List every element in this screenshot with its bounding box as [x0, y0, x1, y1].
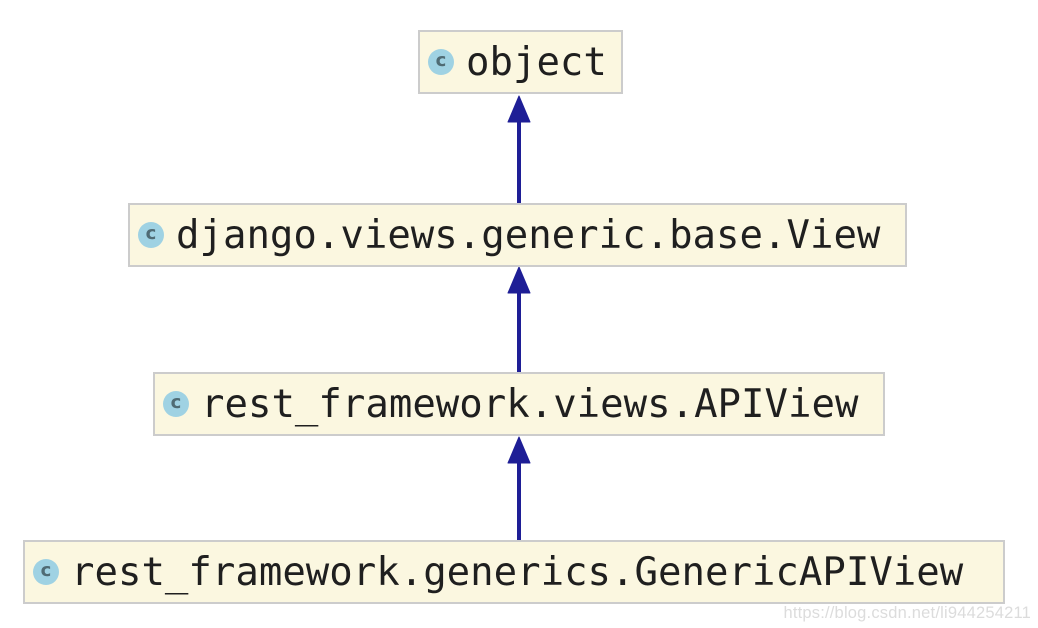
class-node-label: django.views.generic.base.View — [176, 212, 881, 258]
inheritance-arrow-apiview-to-view — [507, 266, 531, 372]
class-node-django-view: c django.views.generic.base.View — [128, 203, 907, 267]
class-icon: c — [428, 49, 454, 75]
class-icon: c — [138, 222, 164, 248]
class-node-apiview: c rest_framework.views.APIView — [153, 372, 885, 436]
inheritance-arrow-genericapiview-to-apiview — [507, 436, 531, 540]
class-node-label: object — [466, 39, 607, 85]
class-node-generic-apiview: c rest_framework.generics.GenericAPIView — [23, 540, 1005, 604]
watermark-text: https://blog.csdn.net/li944254211 — [783, 604, 1031, 622]
class-icon: c — [163, 391, 189, 417]
class-node-label: rest_framework.views.APIView — [201, 381, 859, 427]
class-node-label: rest_framework.generics.GenericAPIView — [71, 549, 964, 595]
class-node-object: c object — [418, 30, 623, 94]
class-icon: c — [33, 559, 59, 585]
inheritance-arrow-view-to-object — [507, 95, 531, 203]
